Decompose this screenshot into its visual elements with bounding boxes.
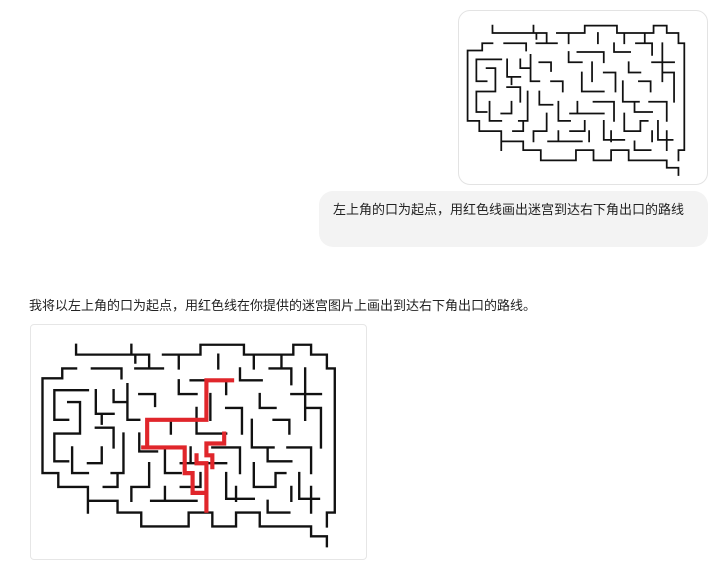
user-maze-image[interactable] [458, 10, 708, 185]
assistant-message-text: 我将以左上角的口为起点，用红色线在你提供的迷宫图片上画出到达右下角出口的路线。 [29, 299, 537, 314]
assistant-maze-image[interactable] [30, 324, 367, 560]
solution-route [141, 378, 235, 513]
maze-graphic [466, 24, 686, 176]
user-message-text: 左上角的口为起点，用红色线画出迷宫到达右下角出口的路线 [333, 203, 685, 218]
user-message-bubble: 左上角的口为起点，用红色线画出迷宫到达右下角出口的路线 [319, 191, 708, 247]
solved-maze-graphic [41, 343, 336, 548]
